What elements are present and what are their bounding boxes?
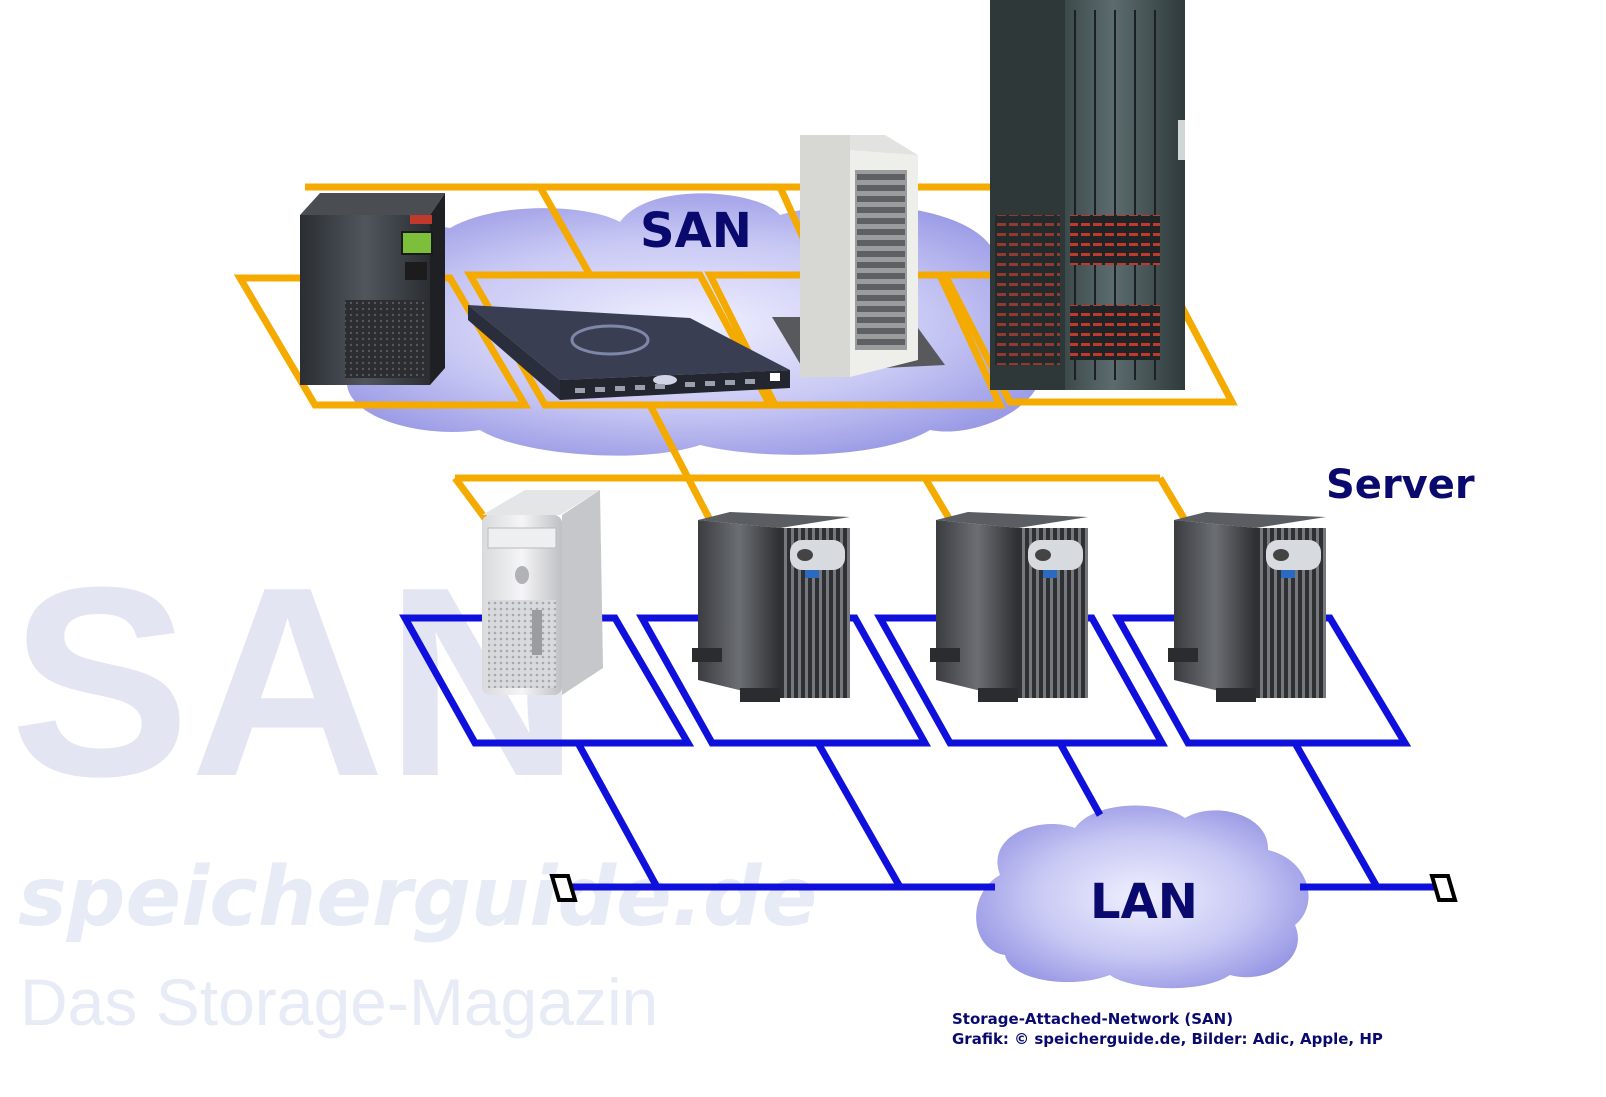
watermark: SAN speicherguide.de Das Storage-Magazin <box>10 532 817 1039</box>
caption: Storage-Attached-Network (SAN) Grafik: ©… <box>952 1010 1383 1048</box>
san-link <box>536 185 594 277</box>
watermark-site: speicherguide.de <box>18 850 817 945</box>
san-link <box>921 476 954 522</box>
tower-server-icon <box>692 512 850 702</box>
lan-link <box>814 741 904 889</box>
watermark-tagline: Das Storage-Magazin <box>20 965 658 1039</box>
san-link <box>1156 476 1189 522</box>
lan-cloud-shape <box>976 805 1309 989</box>
tower-server-icon <box>930 512 1088 702</box>
lan-link <box>574 741 661 889</box>
lan-link <box>1291 741 1381 889</box>
lan-link <box>1056 741 1104 817</box>
lan-terminator-right-icon <box>1429 874 1458 902</box>
caption-line-2: Grafik: © speicherguide.de, Bilder: Adic… <box>952 1030 1383 1048</box>
storage-rack-icon <box>990 0 1185 390</box>
lan-terminator-left-icon <box>549 874 578 902</box>
san-link <box>646 403 714 522</box>
fibre-channel-switch-icon <box>468 305 790 400</box>
server-label: Server <box>1326 462 1475 508</box>
san-cloud-label: SAN <box>640 203 752 259</box>
mac-pro-server-icon <box>482 490 603 695</box>
disk-array-tower-icon <box>772 135 945 377</box>
san-link <box>452 475 493 528</box>
lan-cloud-label: LAN <box>1090 874 1198 930</box>
tower-server-icon <box>1168 512 1326 702</box>
caption-line-1: Storage-Attached-Network (SAN) <box>952 1010 1233 1028</box>
tape-library-icon <box>300 193 445 385</box>
lan-cloud <box>976 805 1309 989</box>
